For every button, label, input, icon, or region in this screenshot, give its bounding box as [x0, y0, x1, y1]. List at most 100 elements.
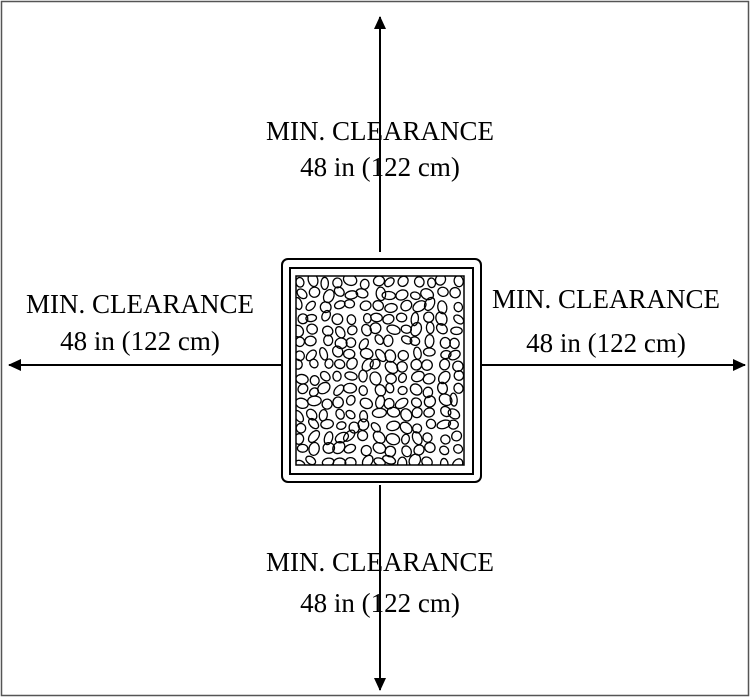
stone-shape	[357, 418, 370, 431]
stone-shape	[385, 433, 401, 446]
stone-shape	[321, 398, 333, 410]
stone-shape	[334, 431, 350, 444]
stone-shape	[369, 322, 382, 335]
stone-shape	[408, 453, 422, 465]
stone-shape	[385, 382, 395, 394]
stone-shape	[307, 429, 321, 444]
stone-shape	[344, 371, 358, 381]
stone-shape	[452, 360, 464, 373]
stone-shape	[439, 457, 449, 465]
stone-shape	[400, 433, 411, 445]
stone-shape	[411, 406, 423, 419]
stone-shape	[296, 296, 303, 311]
stone-shape	[342, 348, 356, 360]
stone-shape	[420, 288, 435, 301]
stone-shape	[296, 422, 307, 434]
stone-shape	[307, 276, 319, 288]
stone-shape	[355, 288, 369, 299]
stone-shape	[448, 349, 461, 361]
stone-shape	[357, 429, 369, 442]
stone-shape	[305, 455, 317, 465]
right-clearance-label: MIN. CLEARANCE	[492, 284, 720, 314]
stone-shape	[413, 276, 425, 288]
stone-shape	[382, 313, 395, 325]
stone-shape	[397, 385, 408, 396]
stone-shape	[437, 286, 449, 297]
stone-shape	[375, 286, 387, 302]
stone-shape	[334, 358, 346, 370]
stone-shape	[401, 445, 413, 458]
top-clearance-label: MIN. CLEARANCE	[266, 116, 494, 146]
bottom-clearance-value: 48 in (122 cm)	[300, 588, 460, 618]
stone-shape	[447, 419, 459, 430]
stone-shape	[333, 286, 345, 297]
stone-shape	[440, 349, 452, 360]
stone-shape	[369, 358, 381, 370]
stone-shape	[409, 383, 423, 396]
stone-shape	[409, 291, 421, 301]
stone-shape	[319, 370, 331, 382]
stone-shape	[335, 408, 345, 420]
stone-shape	[296, 288, 308, 300]
bottom-clearance-label: MIN. CLEARANCE	[266, 547, 494, 577]
stone-shape	[396, 361, 408, 373]
stone-shape	[439, 358, 451, 371]
stone-shape	[305, 313, 318, 323]
stone-shape	[383, 334, 394, 348]
stone-shape	[320, 418, 335, 430]
stone-shape	[453, 382, 464, 394]
stone-shape	[358, 369, 368, 383]
stone-shape	[358, 338, 370, 351]
stone-shape	[375, 348, 387, 363]
stone-shape	[440, 434, 451, 445]
stone-shape	[422, 432, 433, 443]
stone-shape	[346, 314, 357, 326]
stone-shape	[322, 442, 336, 454]
stone-shape	[359, 410, 369, 423]
stone-shape	[333, 384, 345, 397]
stone-shape	[395, 289, 409, 301]
stone-shape	[317, 381, 331, 395]
stone-shape	[397, 349, 410, 362]
stone-shape	[332, 370, 342, 382]
stone-shape	[453, 443, 464, 454]
stone-shape	[384, 277, 395, 288]
stone-shape	[343, 443, 357, 454]
stone-shape	[336, 421, 347, 431]
stone-shape	[410, 397, 423, 408]
stone-shape	[308, 286, 321, 298]
stone-shape	[410, 321, 423, 337]
stone-shape	[434, 276, 447, 286]
stone-shape	[374, 334, 384, 346]
stone-shape	[453, 370, 464, 381]
stone-shape	[449, 337, 460, 350]
stone-shape	[342, 276, 358, 287]
stone-shape	[425, 321, 435, 335]
stone-shape	[386, 324, 401, 335]
stone-shape	[435, 322, 448, 335]
stone-shape	[359, 397, 374, 410]
stone-shape	[449, 392, 458, 407]
stone-shape	[305, 408, 318, 421]
stone-shape	[410, 370, 425, 383]
stone-shape	[370, 312, 383, 323]
stone-shape	[323, 334, 334, 347]
stone-shape	[305, 300, 316, 312]
stone-shape	[386, 420, 401, 432]
stone-shape	[296, 324, 305, 338]
stone-shape	[400, 335, 413, 345]
stone-shape	[345, 409, 356, 420]
stone-shape	[345, 394, 356, 406]
stone-shape	[306, 323, 319, 335]
stone-shape	[358, 385, 368, 397]
stone-shape	[374, 384, 387, 397]
stone-shape	[372, 276, 386, 287]
stone-shape	[400, 408, 413, 422]
stone-shape	[305, 349, 317, 362]
stone-shape	[319, 301, 332, 314]
stone-shape	[395, 312, 408, 323]
stone-shape	[360, 444, 372, 457]
stone-shape	[332, 457, 347, 465]
